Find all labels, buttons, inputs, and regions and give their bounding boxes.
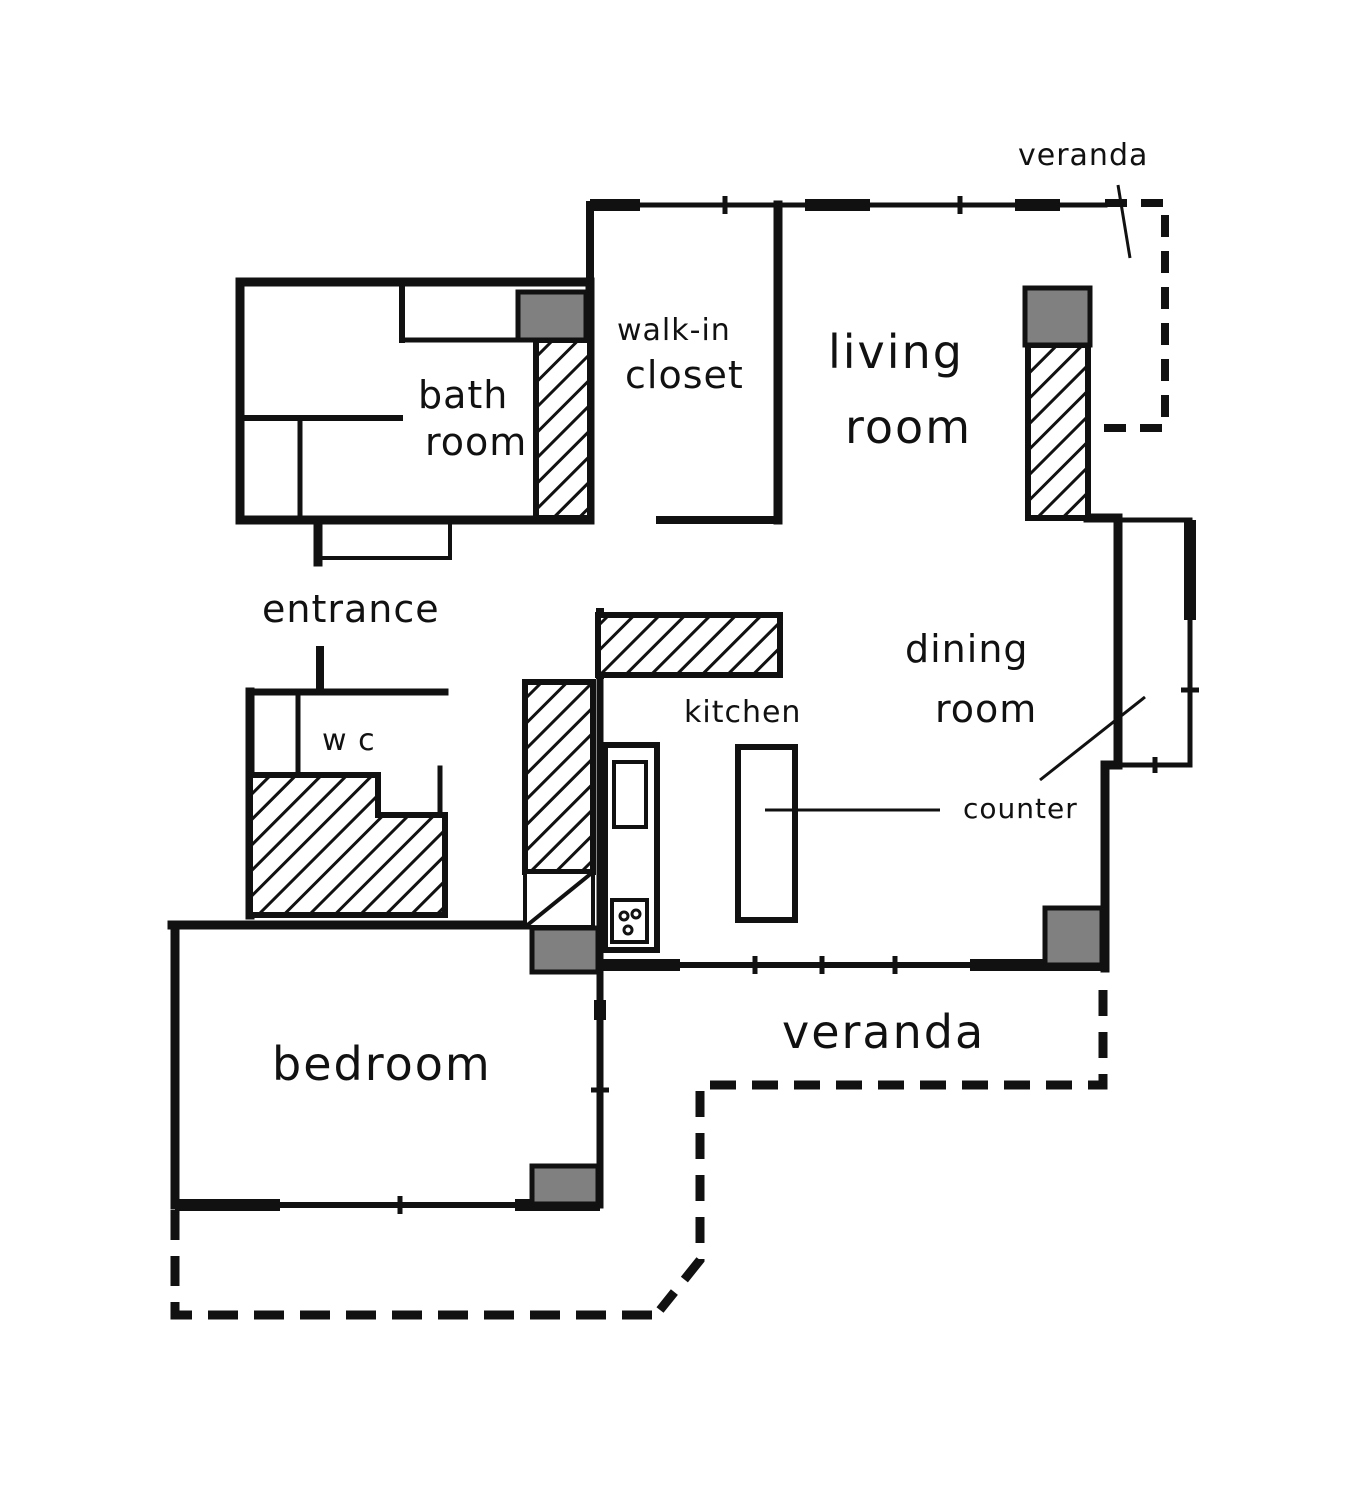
column-living: [1022, 285, 1093, 348]
label-bath-room: room: [425, 420, 527, 464]
window-ticks: [397, 196, 1199, 1214]
kitchen-appliances: [602, 742, 660, 953]
column-bedroom: [529, 1163, 601, 1207]
columns: [515, 285, 1105, 1207]
label-kitchen: kitchen: [684, 695, 801, 730]
label-wc: w c: [322, 723, 376, 758]
label-dining-room: room: [935, 687, 1037, 731]
label-closet: closet: [625, 353, 744, 397]
column-bath: [515, 289, 589, 343]
label-veranda-bottom: veranda: [782, 1005, 985, 1059]
veranda-outline-bottom-right: [656, 990, 1108, 1313]
sink-basin: [612, 760, 648, 829]
burner-icon: [622, 924, 634, 936]
veranda-outline-top-right: [1100, 199, 1169, 432]
stove: [610, 898, 649, 944]
label-bedroom: bedroom: [272, 1037, 492, 1091]
leader-lines: [765, 184, 1146, 812]
column-kitchen: [529, 925, 601, 975]
veranda-outline-bottom-left: [170, 1210, 655, 1320]
label-living: living: [828, 325, 964, 379]
label-veranda-top: veranda: [1018, 138, 1148, 173]
label-walk-in: walk-in: [617, 313, 731, 348]
label-entrance: entrance: [262, 587, 440, 631]
hatched-fixtures: [247, 337, 1091, 918]
kitchen-side-storage: [522, 679, 596, 875]
burner-icon: [630, 908, 642, 920]
label-dining: dining: [905, 627, 1029, 671]
label-counter: counter: [963, 792, 1078, 825]
kitchen-upper-counter: [595, 612, 783, 678]
bath-storage: [533, 337, 593, 521]
living-storage: [1025, 342, 1091, 521]
label-living-room: room: [845, 400, 972, 454]
label-bath: bath: [418, 373, 508, 417]
burner-icon: [618, 910, 630, 922]
column-dining: [1042, 905, 1105, 968]
kitchen-box: [523, 870, 595, 929]
wc-storage: [247, 772, 448, 918]
island-counter: [735, 744, 798, 923]
